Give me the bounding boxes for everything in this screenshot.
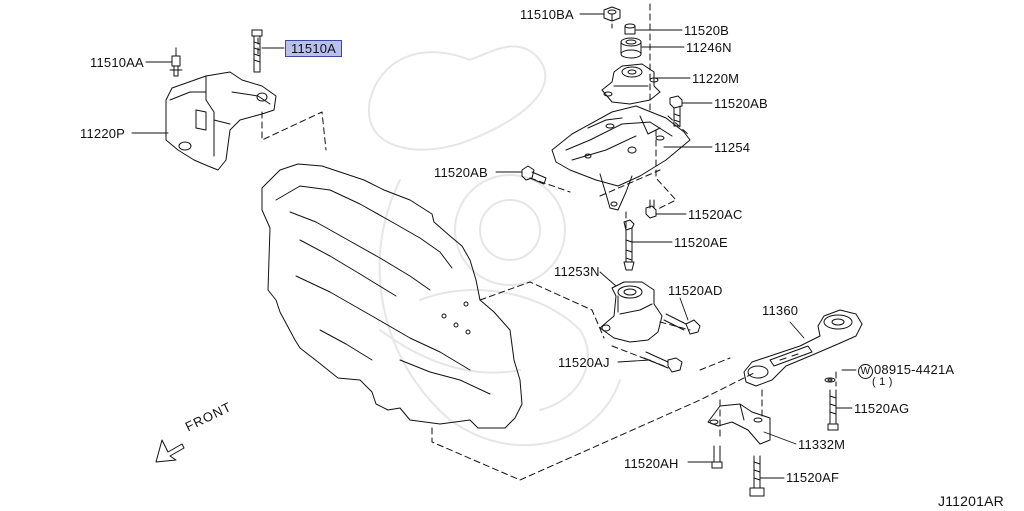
part-11520B-stopper [624,23,636,35]
part-11332M-bracket [707,403,771,445]
front-arrow-icon [155,439,185,463]
label-11246N: 11246N [686,40,732,55]
part-11253N-bracket [599,281,663,343]
nut-11510BA [603,6,621,22]
bolt-11520AC [645,199,657,219]
washer-symbol-icon: W [858,364,873,379]
bolt-11520AF [749,455,765,497]
label-08915-quantity: ( 1 ) [872,376,893,388]
label-11254: 11254 [714,140,751,155]
label-11520AG: 11520AG [854,401,910,416]
label-11520B: 11520B [684,23,730,38]
label-11520AH: 11520AH [624,456,679,471]
label-11520AE: 11520AE [674,235,728,250]
part-11254-bracket [551,105,691,211]
bolt-11520AH [711,445,723,469]
part-11360-torque-rod [743,309,863,387]
label-11520AB-top: 11520AB [714,96,768,111]
watermark-emblem [367,45,621,447]
label-11510BA: 11510BA [520,7,574,22]
bolt-11520AG [827,389,839,431]
part-11246N-insulator [620,37,642,59]
leader-lines [131,13,857,479]
label-11220P: 11220P [80,126,126,141]
label-11510AA: 11510AA [90,55,144,70]
label-11220M: 11220M [692,71,740,86]
label-11253N: 11253N [554,264,600,279]
label-11520AC: 11520AC [688,207,743,222]
washer-08915-4421A [824,377,836,383]
part-11220P-bracket [165,71,277,171]
bolt-11520AD [663,313,701,335]
engine-block-outline [261,163,523,429]
alignment-dashes [257,3,837,481]
label-11520AD: 11520AD [668,283,723,298]
bolt-11520AB-top [669,95,683,127]
label-11520AB-left: 11520AB [434,165,488,180]
part-11220M-mount [601,63,661,105]
label-11360: 11360 [762,303,799,318]
bolt-11510A [251,29,263,73]
label-11520AJ: 11520AJ [558,355,610,370]
bolt-11520AB-left [521,165,547,185]
bolt-11520AJ [643,351,683,373]
label-11510A-highlighted[interactable]: 11510A [285,40,343,57]
label-11332M: 11332M [798,437,846,452]
label-08915-4421A-number: 08915-4421A [874,362,955,377]
diagram-code: J11201AR [938,493,1004,509]
bolt-11510AA [169,47,183,77]
label-11520AF: 11520AF [786,470,840,485]
stud-11520AE [623,219,635,271]
